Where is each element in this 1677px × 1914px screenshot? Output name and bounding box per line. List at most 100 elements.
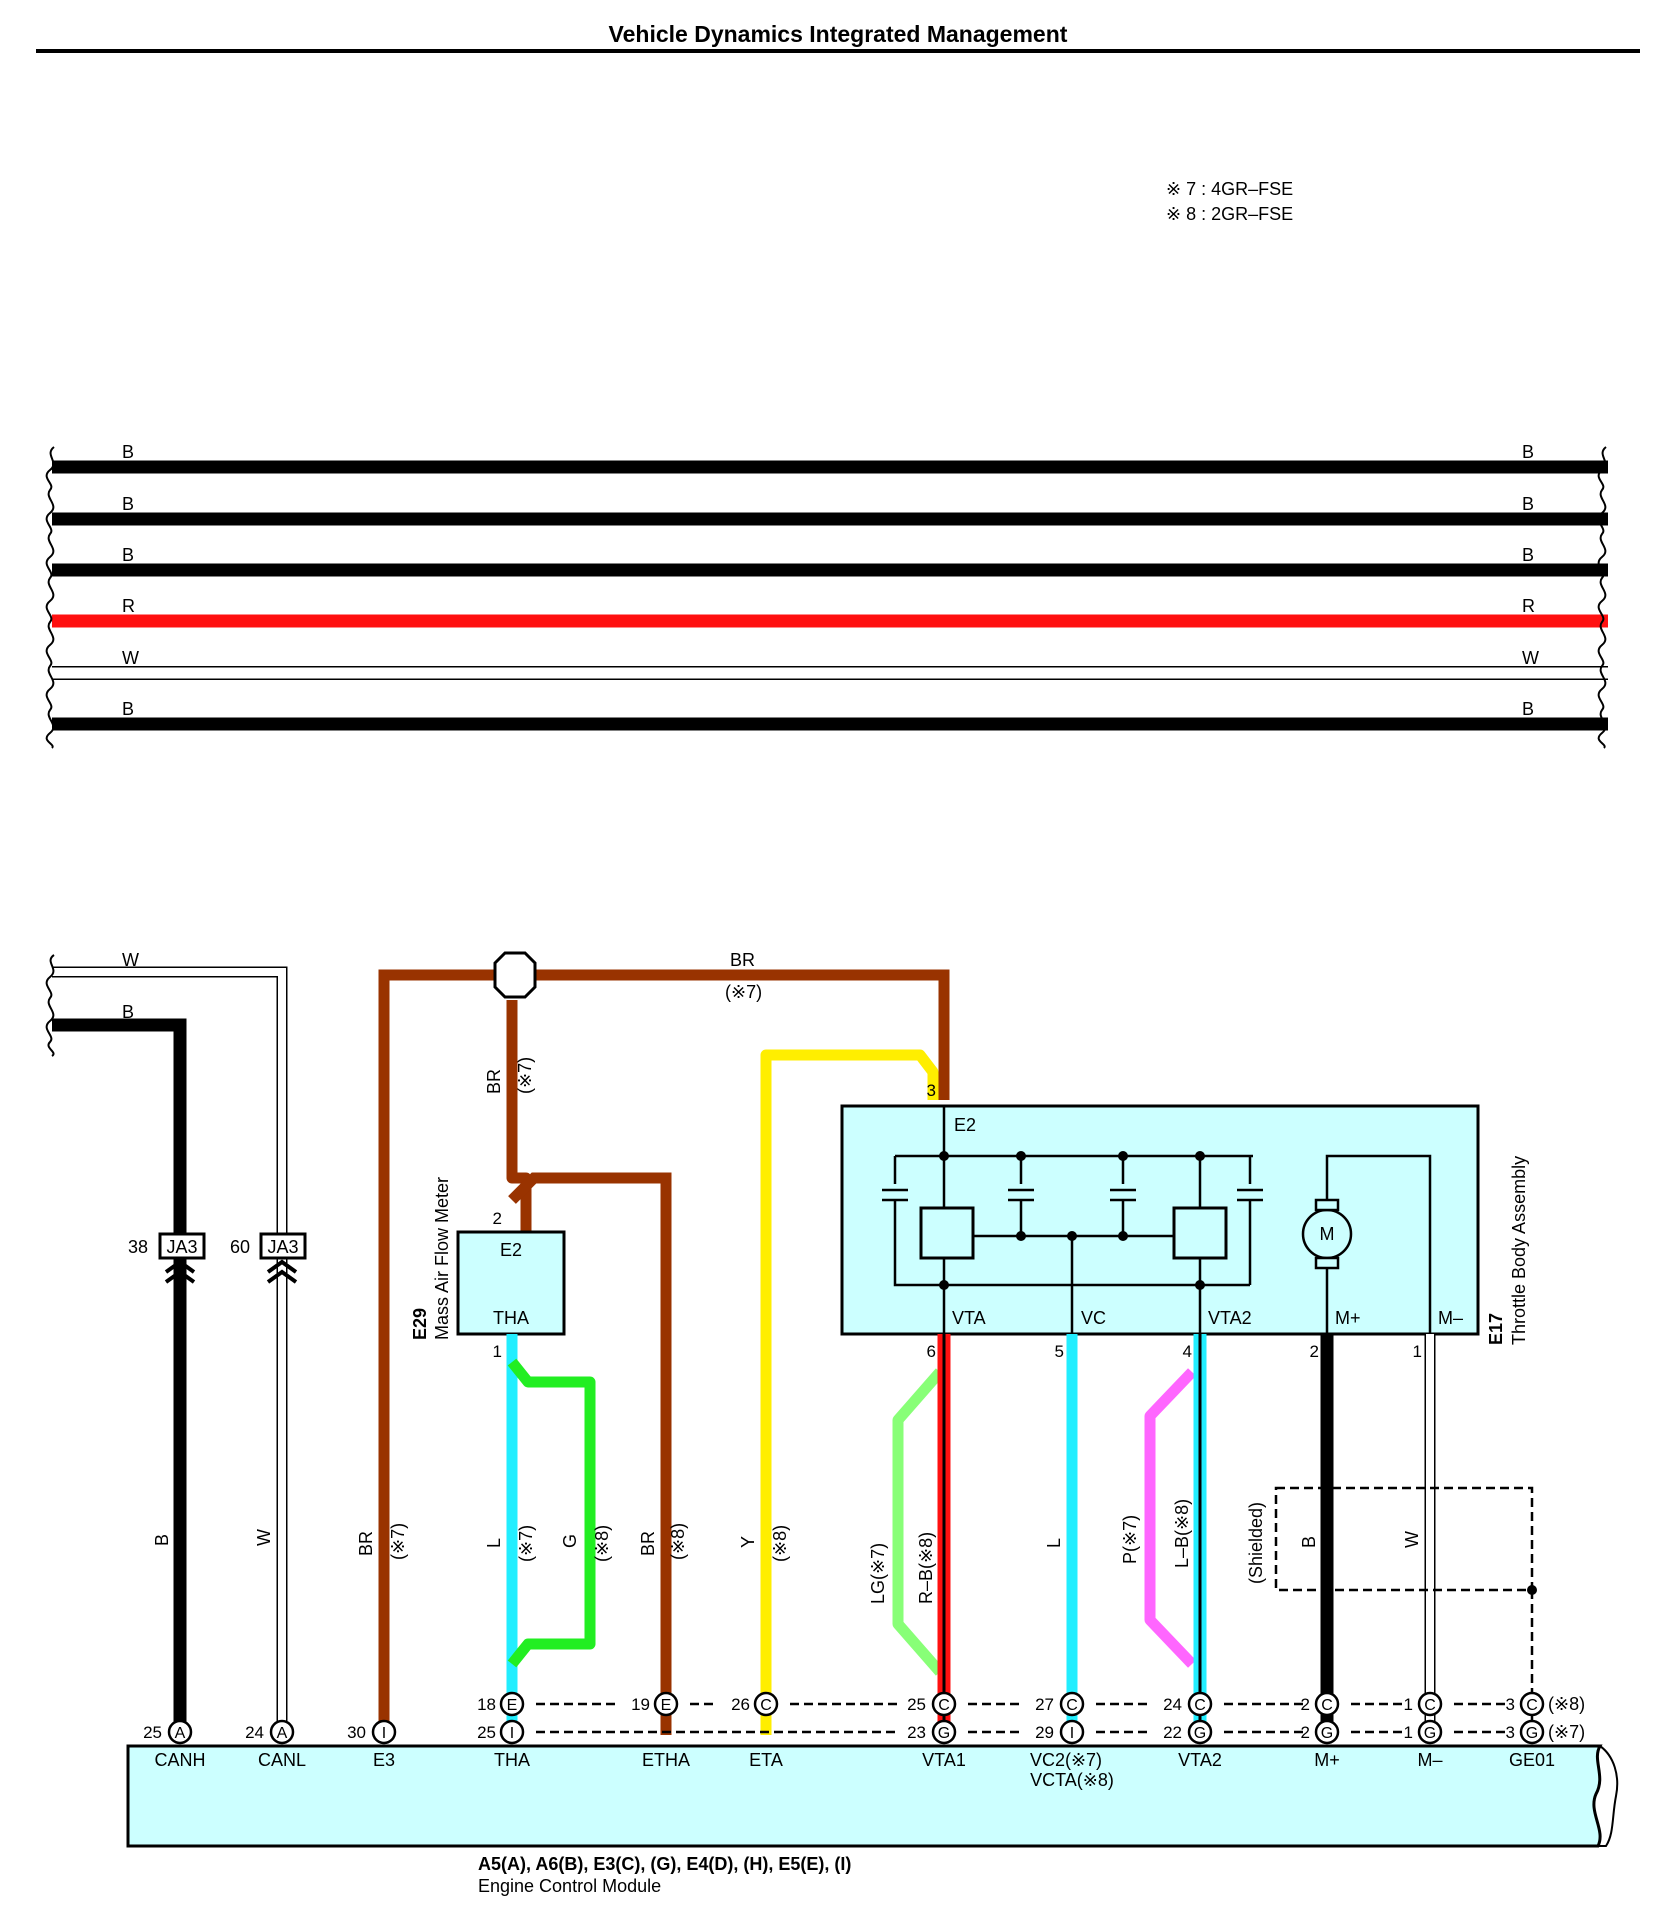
ecm-pins-row2: A25 A24 I30 I25 G23 I29 G22 G2 G1 G3 (※7… xyxy=(143,1719,1585,1745)
svg-text:1: 1 xyxy=(1404,1695,1413,1714)
throttle-pin-vc: 5 xyxy=(1055,1342,1064,1361)
ecm-pins-row1: E18 E19 C26 C25 C27 C24 C2 C1 C3 (※8) xyxy=(477,1691,1585,1717)
throttle-body-assembly: 3 E2 xyxy=(840,1081,1529,1361)
wire-br-variant-label: (※7) xyxy=(725,982,762,1002)
bus-wire-4-right-label: W xyxy=(1522,648,1539,668)
ecm-pin: G2 xyxy=(1301,1719,1340,1745)
bus-wire-5-right-label: B xyxy=(1522,699,1534,719)
ecm-break xyxy=(1598,1745,1619,1847)
ecm-pin: C24 xyxy=(1163,1691,1213,1717)
wire-vta2-group xyxy=(1144,1334,1207,1735)
wire-vta1-group xyxy=(892,1334,951,1735)
wire-etha-variant: (※8) xyxy=(668,1523,688,1560)
wire-tha-g-label: G xyxy=(560,1534,580,1548)
maf-terminal-e2: E2 xyxy=(500,1240,522,1260)
svg-text:22: 22 xyxy=(1163,1723,1182,1742)
wire-br-group xyxy=(378,969,950,1735)
svg-text:A: A xyxy=(175,1725,186,1742)
ecm-pin: A 24 xyxy=(245,1719,295,1745)
bus-wire-1-right-label: B xyxy=(1522,494,1534,514)
bus-wire-2-right-label: B xyxy=(1522,545,1534,565)
ecm-pin: G 22 xyxy=(1163,1719,1213,1745)
throttle-pin-mplus: 2 xyxy=(1310,1342,1319,1361)
wire-vc-label: L xyxy=(1044,1538,1064,1548)
bus-wire-3-right-label: R xyxy=(1522,596,1535,616)
ecm-terminal-mplus: M+ xyxy=(1314,1750,1340,1770)
wire-canh-label: B xyxy=(152,1534,172,1546)
ecm-pin: C2 xyxy=(1301,1691,1340,1717)
junction-connector-pin: 38 xyxy=(128,1237,148,1257)
throttle-internal-circuit xyxy=(882,1106,1432,1334)
svg-text:3: 3 xyxy=(1506,1723,1515,1742)
wire-br-throttle-e2 xyxy=(535,969,950,1100)
wire-vta1-rb-label: R–B(※8) xyxy=(916,1532,936,1604)
ecm-terminal-etha: ETHA xyxy=(642,1750,690,1770)
throttle-name: Throttle Body Assembly xyxy=(1509,1156,1529,1345)
wire-br-vertical-label: BR xyxy=(484,1069,504,1094)
wire-canl: W W xyxy=(52,950,288,1735)
wire-canh: B B xyxy=(52,1002,187,1735)
svg-text:1: 1 xyxy=(1404,1723,1413,1742)
svg-text:19: 19 xyxy=(631,1695,650,1714)
bus-wire-1-left-label: B xyxy=(122,494,134,514)
maf-pin-bottom: 1 xyxy=(493,1342,502,1361)
svg-text:24: 24 xyxy=(245,1723,264,1742)
wire-br-vertical-variant: (※7) xyxy=(515,1057,535,1094)
svg-text:C: C xyxy=(760,1697,772,1714)
svg-text:I: I xyxy=(382,1725,386,1742)
ecm-terminal-eta: ETA xyxy=(749,1750,783,1770)
junction-connector-label: JA3 xyxy=(267,1237,298,1257)
svg-text:I: I xyxy=(1070,1725,1074,1742)
ecm-terminal-canl: CANL xyxy=(258,1750,306,1770)
ecm-box xyxy=(126,1744,1603,1848)
bus-wire-4-left-label: W xyxy=(122,648,139,668)
svg-text:18: 18 xyxy=(477,1695,496,1714)
lower-break-left xyxy=(45,954,55,1057)
svg-text:G: G xyxy=(1526,1725,1538,1742)
throttle-terminal-mminus: M– xyxy=(1438,1308,1463,1328)
ecm-pin: I30 xyxy=(347,1719,397,1745)
throttle-pin-vta2: 4 xyxy=(1183,1342,1192,1361)
ecm-terminal-labels: CANH CANL E3 THA ETHA ETA VTA1 VC2(※7) V… xyxy=(154,1750,1555,1790)
svg-text:G: G xyxy=(1194,1725,1206,1742)
wire-e3 xyxy=(378,969,495,1735)
note-7: ※ 7 : 4GR–FSE xyxy=(1166,179,1293,199)
ecm-terminal-vta2: VTA2 xyxy=(1178,1750,1222,1770)
svg-text:G: G xyxy=(938,1725,950,1742)
ecm-terminal-vcta: VCTA(※8) xyxy=(1030,1770,1114,1790)
ecm-pin: E19 xyxy=(631,1691,679,1717)
svg-text:2: 2 xyxy=(1301,1723,1310,1742)
throttle-terminal-vta2: VTA2 xyxy=(1208,1308,1252,1328)
junction-connector-ja3-38: JA3 38 xyxy=(128,1232,206,1284)
svg-text:27: 27 xyxy=(1035,1695,1054,1714)
svg-text:G: G xyxy=(1424,1725,1436,1742)
junction-connector-pin: 60 xyxy=(230,1237,250,1257)
junction-connector-label: JA3 xyxy=(166,1237,197,1257)
wire-vta2-lb-label: L–B(※8) xyxy=(1172,1499,1192,1568)
wire-canl-label-top: W xyxy=(122,950,139,970)
svg-text:2: 2 xyxy=(1301,1695,1310,1714)
throttle-terminal-mplus: M+ xyxy=(1335,1308,1361,1328)
wire-br-maf-e2 xyxy=(506,1000,532,1232)
bus-wire-0-left-label: B xyxy=(122,442,134,462)
wire-canh-label-top: B xyxy=(122,1002,134,1022)
throttle-terminal-e2: E2 xyxy=(954,1115,976,1135)
wire-tha-l-variant: (※7) xyxy=(516,1525,536,1562)
ecm-terminal-vc2: VC2(※7) xyxy=(1030,1750,1102,1770)
throttle-pin-top: 3 xyxy=(927,1081,936,1100)
wire-canl-label: W xyxy=(254,1529,274,1546)
svg-text:23: 23 xyxy=(907,1723,926,1742)
wire-eta xyxy=(760,1049,939,1735)
wire-vta1-lg-label: LG(※7) xyxy=(868,1543,888,1604)
svg-text:C: C xyxy=(1526,1697,1538,1714)
ecm-terminal-ge01: GE01 xyxy=(1509,1750,1555,1770)
wire-e3-label: BR xyxy=(356,1531,376,1556)
maf-name: Mass Air Flow Meter xyxy=(432,1177,452,1340)
svg-text:29: 29 xyxy=(1035,1723,1054,1742)
svg-text:A: A xyxy=(277,1725,288,1742)
wire-tha-g-variant: (※8) xyxy=(592,1525,612,1562)
svg-text:C: C xyxy=(1321,1697,1333,1714)
throttle-pin-mminus: 1 xyxy=(1413,1342,1422,1361)
ecm-pin: E18 xyxy=(477,1691,525,1717)
